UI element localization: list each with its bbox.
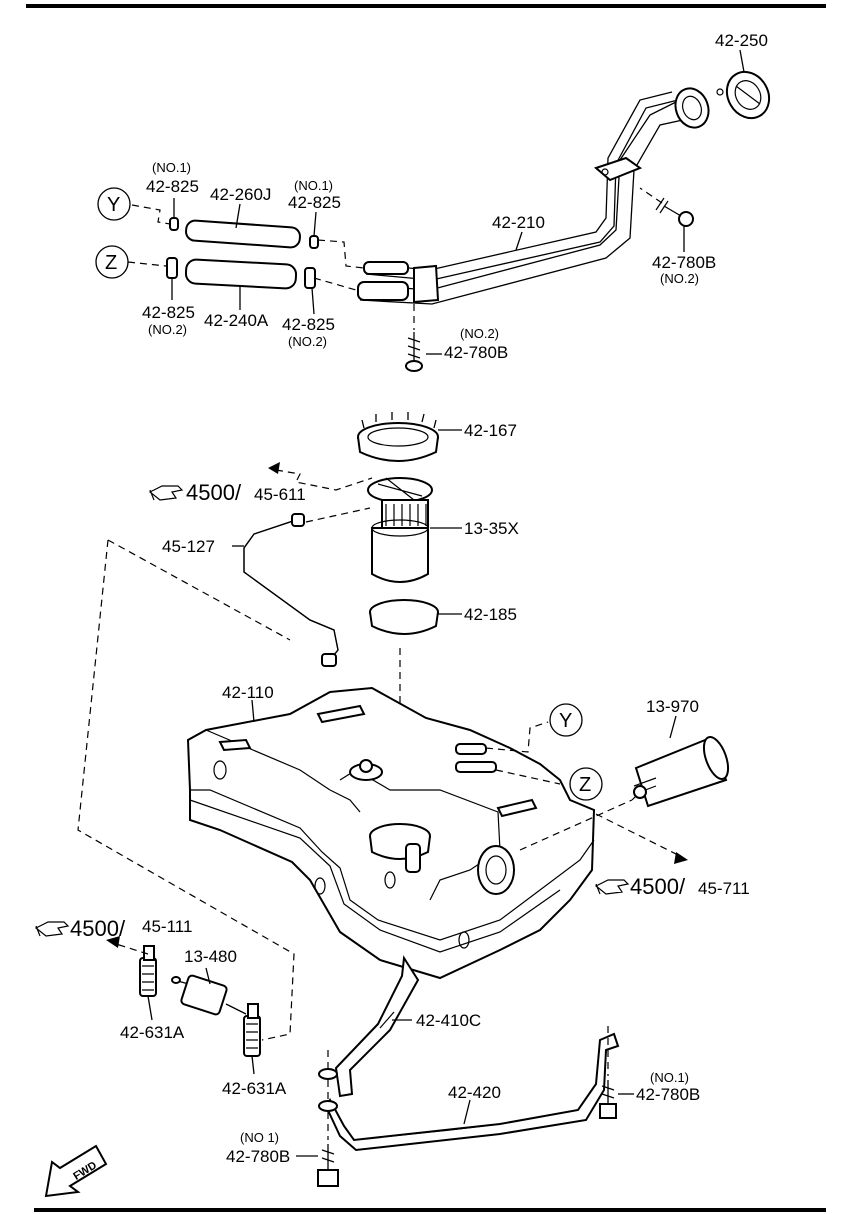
link-screw-right	[639, 187, 663, 204]
marker-y-tank: Y	[549, 703, 583, 737]
forward-arrow-icon: FWD	[44, 1144, 108, 1198]
note-42-780b-bottom: (NO 1)	[240, 1130, 279, 1145]
link-line-module	[305, 507, 371, 523]
svg-text:4500/: 4500/	[186, 480, 242, 505]
note-42-825-z-right: (NO.2)	[288, 334, 327, 349]
label-42-240a: 42-240A	[204, 311, 269, 330]
label-42-110: 42-110	[222, 683, 274, 702]
link-tank-canister	[519, 799, 633, 851]
leader-lines	[147, 49, 745, 1157]
link-ref-top	[275, 469, 373, 491]
link-tank-filter	[77, 539, 295, 1041]
label-42-420: 42-420	[448, 1083, 501, 1102]
marker-z-top: Z	[95, 245, 129, 279]
label-42-780b-right: 42-780B	[652, 253, 716, 272]
ref-right-sep: /	[679, 874, 686, 899]
label-42-631a-right: 42-631A	[222, 1079, 287, 1098]
note-42-780b-right: (NO.2)	[660, 271, 699, 286]
ref-left-sep: /	[119, 916, 126, 941]
strap-42-410c[interactable]	[334, 955, 420, 1098]
ref-left-section: 45-111	[142, 917, 192, 936]
ref-right-section: 45-711	[698, 879, 750, 898]
hose-42-260j[interactable]	[185, 219, 301, 249]
filler-pipe[interactable]	[357, 84, 714, 305]
link-hose-neck-bot	[313, 277, 357, 291]
fuel-tank-42-110[interactable]	[186, 686, 596, 980]
fuel-line-45-127[interactable]	[243, 513, 339, 667]
link-y-hose	[131, 204, 171, 225]
ref-right-group: 4500	[630, 874, 679, 899]
pointing-hand-icon	[594, 879, 630, 895]
label-13-480: 13-480	[184, 947, 237, 966]
fuel-pump-module-13-35x[interactable]	[367, 477, 433, 583]
svg-text:Z: Z	[105, 252, 117, 274]
note-42-825-y-right: (NO.1)	[294, 178, 333, 193]
strap-washers[interactable]	[318, 1068, 338, 1112]
link-ref-left	[115, 943, 149, 955]
bolt-42-780b-lower-right[interactable]	[599, 1080, 617, 1119]
label-42-210: 42-210	[492, 213, 545, 232]
svg-text:Y: Y	[559, 710, 572, 732]
ref-right-arrow	[674, 852, 688, 864]
fuel-cap[interactable]	[716, 64, 777, 126]
hose-42-240a[interactable]	[184, 258, 298, 290]
cross-ref-left[interactable]: 4500/ 45-111	[34, 916, 192, 941]
screw-42-780b-mid[interactable]	[405, 332, 423, 372]
label-42-825-y-left: 42-825	[146, 177, 199, 196]
screw-42-780b-right[interactable]	[655, 197, 694, 227]
ref-top-arrow	[268, 462, 280, 474]
ref-top-sep: /	[235, 480, 242, 505]
note-42-780b-lower-right: (NO.1)	[650, 1070, 689, 1085]
ref-top-group: 4500	[186, 480, 235, 505]
link-hose-neck-top	[317, 239, 365, 269]
label-42-260j: 42-260J	[210, 185, 271, 204]
link-z-hose	[127, 261, 167, 267]
svg-text:Z: Z	[579, 774, 591, 796]
svg-text:4500/: 4500/	[70, 916, 126, 941]
label-42-250: 42-250	[715, 31, 768, 50]
label-42-825-z-left: 42-825	[142, 303, 195, 322]
label-13-970: 13-970	[646, 697, 699, 716]
label-42-631a-left: 42-631A	[120, 1023, 185, 1042]
note-42-825-y-left: (NO.1)	[152, 160, 191, 175]
pointing-hand-icon	[148, 485, 184, 501]
label-42-780b-mid: 42-780B	[444, 343, 508, 362]
svg-text:4500/: 4500/	[630, 874, 686, 899]
ref-left-group: 4500	[70, 916, 119, 941]
link-tank-ref-right	[595, 813, 681, 857]
strap-42-420[interactable]	[324, 1032, 620, 1152]
charcoal-canister-13-970[interactable]	[631, 734, 733, 808]
cross-ref-top[interactable]: 4500/ 45-611	[148, 480, 306, 505]
gasket-42-185[interactable]	[369, 599, 439, 635]
clip-42-631a-left[interactable]	[139, 945, 157, 997]
marker-z-tank: Z	[569, 767, 603, 801]
note-42-780b-mid: (NO.2)	[460, 326, 499, 341]
label-42-780b-lower-right: 42-780B	[636, 1085, 700, 1104]
clip-42-631a-right[interactable]	[243, 1003, 261, 1057]
part-labels: 42-250 (NO.1) 42-825 42-260J (NO.1) 42-8…	[120, 31, 768, 1166]
svg-text:Y: Y	[107, 194, 120, 216]
marker-y-top: Y	[97, 187, 131, 221]
bolt-42-780b-bottom[interactable]	[317, 1144, 339, 1187]
label-42-185: 42-185	[464, 605, 517, 624]
label-13-35x: 13-35X	[464, 519, 519, 538]
link-tank-z	[495, 769, 561, 785]
label-42-167: 42-167	[464, 421, 517, 440]
label-45-127: 45-127	[162, 537, 215, 556]
link-tank-y	[485, 721, 549, 753]
label-42-780b-bottom: 42-780B	[226, 1147, 290, 1166]
label-42-825-y-right: 42-825	[288, 193, 341, 212]
lock-ring-42-167[interactable]	[357, 412, 439, 462]
pointing-hand-icon	[34, 921, 70, 937]
ref-left-arrow	[106, 936, 120, 948]
label-42-410c: 42-410C	[416, 1011, 481, 1030]
cross-ref-right[interactable]: 4500/ 45-711	[594, 874, 750, 899]
label-42-825-z-right: 42-825	[282, 315, 335, 334]
note-42-825-z-left: (NO.2)	[148, 322, 187, 337]
ref-top-section: 45-611	[254, 485, 306, 504]
